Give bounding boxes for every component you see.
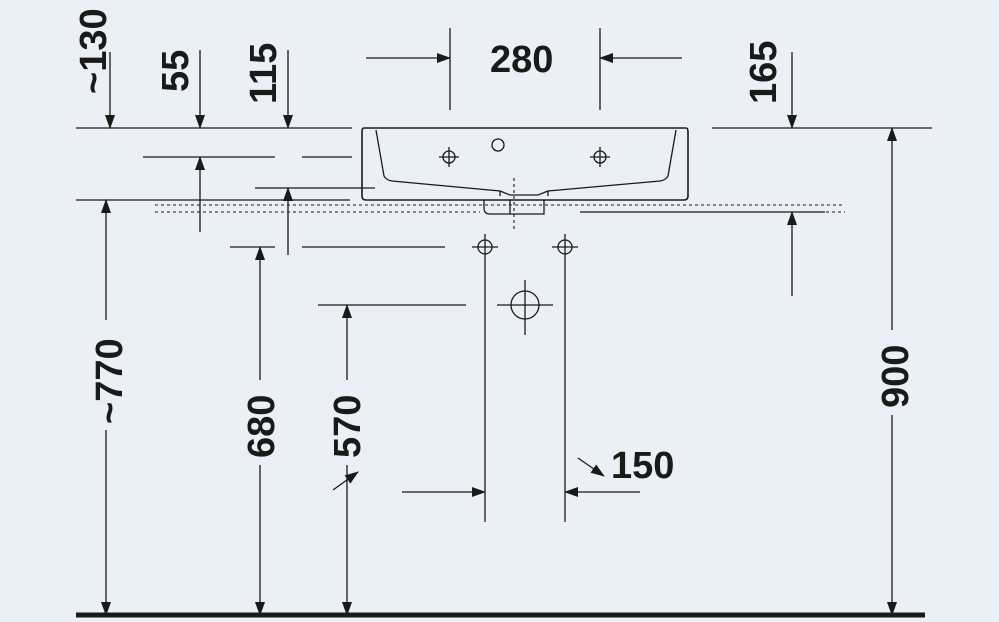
dimension-680: 680 [241,246,283,616]
dimension-570: 570 [327,304,369,616]
dimension-130: ~130 [73,8,115,129]
label-680: 680 [241,395,283,458]
label-115: 115 [243,43,285,104]
label-770: ~770 [89,338,131,424]
label-130: ~130 [73,8,115,94]
label-165: 165 [743,41,785,104]
supply-pipe-right [552,234,578,522]
tap-hole-left [439,147,459,167]
label-55: 55 [155,50,197,92]
overflow-hole [491,138,505,152]
dimension-900: 900 [875,127,917,616]
washbasin [361,127,689,230]
dimension-280: 280 [366,39,682,81]
label-570: 570 [327,395,369,458]
label-900: 900 [875,345,917,408]
tap-hole-right [590,147,610,167]
dimension-165: 165 [743,41,797,296]
dimension-115: 115 [243,43,293,255]
waste-pipe [497,280,553,335]
label-280: 280 [490,39,553,81]
dimension-55: 55 [155,50,205,232]
label-150: 150 [611,445,674,487]
dimension-150: 150 [402,445,674,497]
dimension-770: ~770 [89,199,131,616]
supply-pipe-left [472,234,498,522]
